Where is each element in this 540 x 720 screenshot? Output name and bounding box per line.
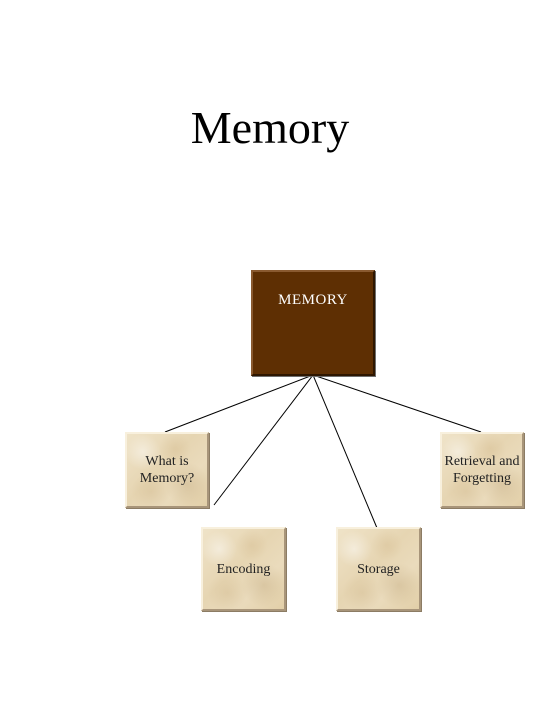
node-retrieval-forgetting-label: Retrieval and Forgetting — [444, 454, 520, 486]
connector-encoding — [213, 374, 314, 506]
node-memory-label: MEMORY — [278, 292, 348, 308]
connector-retrieval-forgetting — [312, 374, 482, 433]
connector-what-is-memory — [164, 374, 314, 433]
node-encoding-label: Encoding — [216, 561, 271, 577]
node-retrieval-forgetting: Retrieval and Forgetting — [440, 432, 524, 508]
node-encoding: Encoding — [201, 527, 286, 611]
node-storage-label: Storage — [357, 561, 400, 577]
node-what-is-memory-label: What is Memory? — [139, 454, 195, 486]
connector-storage — [312, 374, 378, 529]
node-memory: MEMORY — [251, 270, 375, 376]
node-what-is-memory: What is Memory? — [125, 432, 209, 508]
node-storage: Storage — [336, 527, 421, 611]
page-title: Memory — [190, 102, 350, 153]
